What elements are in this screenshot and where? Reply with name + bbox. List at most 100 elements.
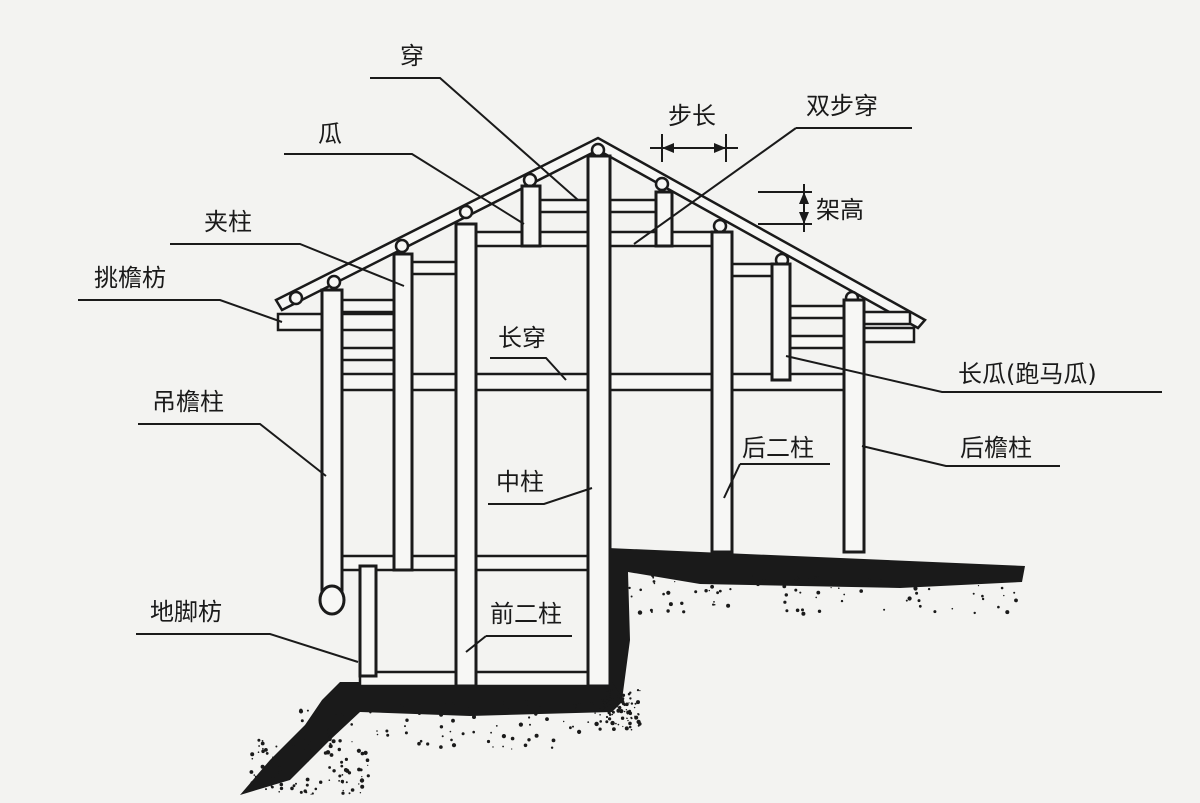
ground-speckle <box>439 725 444 729</box>
ground-speckle <box>838 587 840 589</box>
ground-speckle <box>352 702 354 705</box>
ground-speckle <box>444 702 446 705</box>
ground-speckle <box>629 691 632 694</box>
ground-speckle <box>883 608 886 611</box>
front-second-post <box>454 222 478 688</box>
middle-post <box>586 154 612 688</box>
ground-speckle <box>917 599 921 603</box>
ground-speckle <box>726 603 731 608</box>
ground-speckle <box>594 712 596 714</box>
ground-speckle <box>261 749 265 754</box>
ground-speckle <box>419 739 423 743</box>
ground-speckle <box>341 774 344 776</box>
posts <box>318 154 866 688</box>
ground-speckle <box>501 734 506 739</box>
ground-speckle <box>253 774 256 776</box>
ground-speckle <box>468 707 472 712</box>
ground-speckle <box>978 578 982 581</box>
ground-speckle <box>608 695 611 698</box>
ground-speckle <box>599 720 602 723</box>
ground-speckle <box>627 719 629 722</box>
ground-speckle <box>342 782 344 784</box>
ground-speckle <box>773 580 778 585</box>
ground-speckle <box>1013 591 1016 594</box>
ground-speckle <box>510 736 515 741</box>
roof-slope <box>274 136 927 330</box>
ground-speckle <box>551 738 556 743</box>
ground-speckle <box>653 582 656 585</box>
ground-speckle <box>611 713 614 716</box>
leader-di-jiao-fang <box>136 633 359 663</box>
ground-terrain <box>240 548 1025 795</box>
ground-speckle <box>439 712 444 717</box>
front-eave-beam-upper <box>338 298 398 314</box>
ground-speckle <box>598 708 602 711</box>
ground-speckle <box>545 717 549 721</box>
ground-speckle <box>816 576 819 579</box>
label-jia-gao: 架高 <box>816 196 864 224</box>
ground-speckle <box>977 585 980 587</box>
ground-speckle <box>981 594 984 598</box>
label-bu-chang: 步长 <box>668 102 716 130</box>
ground-speckle <box>255 787 257 790</box>
ground-speckle <box>616 698 621 702</box>
ground-speckle <box>275 745 278 748</box>
ground-speckle <box>840 599 844 603</box>
label-diao-yan-zhu: 吊檐柱 <box>152 388 224 416</box>
ground-speckle <box>486 739 491 744</box>
ground-speckle <box>265 788 267 791</box>
back-eave-beam-upper <box>784 304 854 320</box>
ground-speckle <box>328 766 331 769</box>
ground-speckle <box>350 723 354 726</box>
ground-speckle <box>366 774 370 778</box>
ground-speckle <box>799 591 802 594</box>
leader-diao-yan-zhu <box>138 423 327 477</box>
ground-speckle <box>950 580 954 584</box>
ground-speckle <box>814 576 817 579</box>
clamp-post <box>392 252 414 572</box>
ground-speckle <box>718 589 722 593</box>
ground-speckle <box>637 610 643 615</box>
ground-speckle <box>351 741 353 743</box>
ground-speckle <box>344 757 348 762</box>
ground-speckle <box>889 580 892 583</box>
ground-speckle <box>713 603 716 606</box>
leader-shuang-bu-chuan <box>633 127 797 245</box>
ground-speckle <box>348 792 351 795</box>
purlin <box>712 218 728 234</box>
ground-speckle <box>628 725 632 729</box>
purlin <box>654 176 670 192</box>
ground-speckle <box>292 743 296 746</box>
melon-post <box>520 184 542 248</box>
ground-speckle <box>305 783 309 787</box>
ground-speckle <box>783 600 787 604</box>
ground-speckle <box>250 752 255 757</box>
ground-speckle <box>577 699 582 704</box>
hanging-eave-post <box>320 288 344 592</box>
ground-speckle <box>602 706 605 710</box>
ground-speckle <box>376 730 378 732</box>
ground-speckle <box>628 721 632 726</box>
ground-speckle <box>605 720 609 724</box>
ground-speckle <box>617 694 620 698</box>
label-tiao-yan-fang: 挑檐枋 <box>94 264 166 292</box>
ground-speckle <box>575 707 578 710</box>
ground-speckle <box>279 786 284 791</box>
ground-speckle <box>329 753 334 757</box>
ground-speckle <box>617 706 620 709</box>
ground-speckle <box>623 710 626 713</box>
ground-speckle <box>666 609 670 613</box>
ground-speckle <box>639 690 641 692</box>
ground-speckle <box>637 724 640 727</box>
ground-speckle <box>451 718 455 723</box>
ground-speckle <box>633 706 636 709</box>
ground-speckle <box>492 746 494 748</box>
ground-speckle <box>257 738 261 742</box>
ground-speckle <box>360 784 365 789</box>
ground-speckle <box>674 581 676 583</box>
ground-speckle <box>639 588 642 592</box>
ground-speckle <box>500 701 505 705</box>
ground-speckle <box>612 727 616 731</box>
ground-speckle <box>451 702 455 706</box>
